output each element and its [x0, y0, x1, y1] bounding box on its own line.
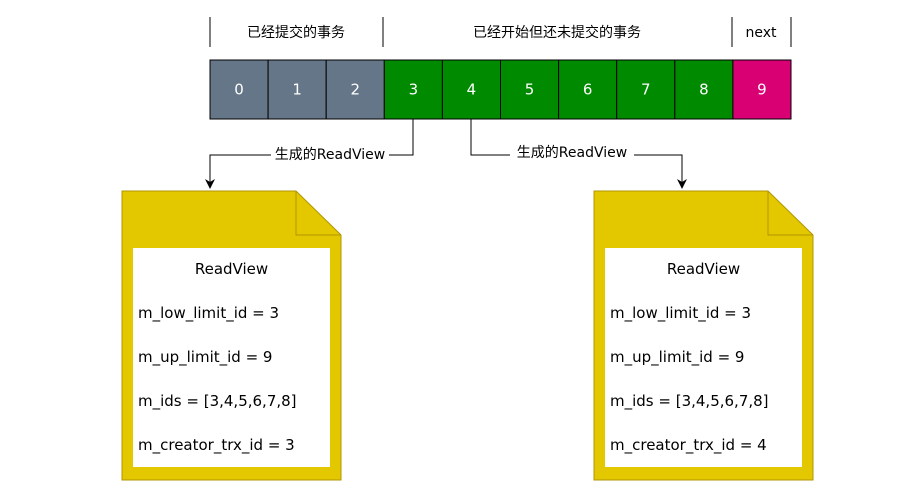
- transaction-id-label: 4: [467, 81, 477, 99]
- readview-panel-right: ReadView m_low_limit_id = 3 m_up_limit_i…: [605, 248, 802, 467]
- header-next-label: next: [745, 25, 777, 41]
- transaction-cell-4: 4: [441, 59, 501, 120]
- transaction-cell-6: 6: [558, 59, 618, 120]
- header-committed-label: 已经提交的事务: [247, 24, 345, 41]
- transaction-cell-1: 1: [267, 59, 327, 120]
- readview-creator-trx-id: m_creator_trx_id = 4: [610, 436, 767, 454]
- transaction-cell-9: 9: [732, 59, 792, 120]
- transaction-cell-7: 7: [616, 59, 676, 120]
- transaction-id-label: 9: [757, 81, 767, 99]
- transaction-id-label: 5: [525, 81, 535, 99]
- readview-creator-trx-id: m_creator_trx_id = 3: [138, 436, 295, 454]
- readview-ids: m_ids = [3,4,5,6,7,8]: [610, 392, 769, 410]
- transaction-id-label: 3: [409, 81, 419, 99]
- readview-title: ReadView: [666, 260, 741, 278]
- arrow-label-right: 生成的ReadView: [517, 145, 627, 161]
- readview-ids: m_ids = [3,4,5,6,7,8]: [138, 392, 297, 410]
- transaction-id-label: 1: [292, 81, 302, 99]
- transaction-cell-0: 0: [209, 59, 269, 120]
- arrow-label-left: 生成的ReadView: [275, 147, 385, 163]
- transaction-id-label: 0: [234, 81, 244, 99]
- header-uncommitted-label: 已经开始但还未提交的事务: [473, 24, 641, 41]
- transaction-cell-2: 2: [325, 59, 385, 120]
- readview-panel-left: ReadView m_low_limit_id = 3 m_up_limit_i…: [133, 248, 330, 467]
- transaction-id-row: 0 1 2 3 4 5 6 7 8 9: [209, 59, 792, 120]
- transaction-id-label: 2: [350, 81, 360, 99]
- transaction-cell-3: 3: [383, 59, 443, 120]
- transaction-id-label: 7: [641, 81, 651, 99]
- readview-up-limit: m_up_limit_id = 9: [138, 348, 273, 366]
- transaction-id-label: 6: [583, 81, 593, 99]
- readview-low-limit: m_low_limit_id = 3: [138, 304, 280, 322]
- readview-title: ReadView: [194, 260, 269, 278]
- readview-low-limit: m_low_limit_id = 3: [610, 304, 752, 322]
- transaction-cell-8: 8: [674, 59, 734, 120]
- header-dividers: [209, 17, 792, 47]
- transaction-id-label: 8: [699, 81, 709, 99]
- transaction-cell-5: 5: [500, 59, 560, 120]
- readview-up-limit: m_up_limit_id = 9: [610, 348, 745, 366]
